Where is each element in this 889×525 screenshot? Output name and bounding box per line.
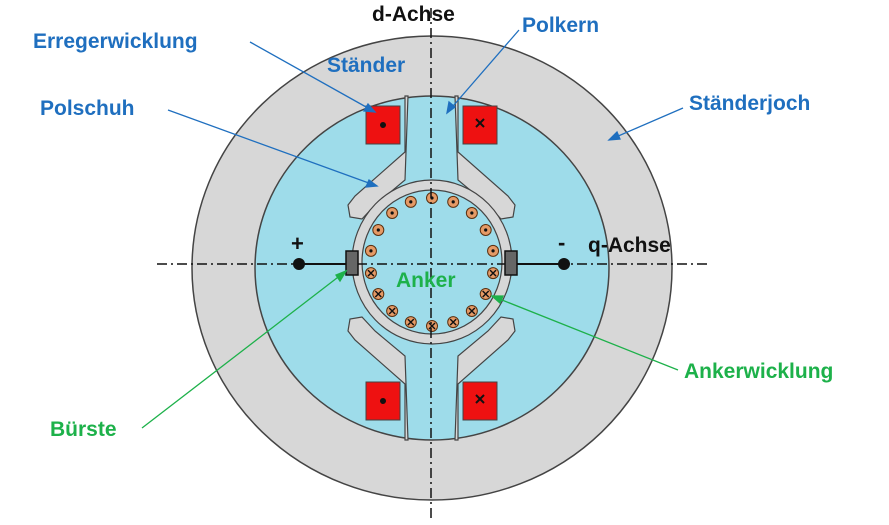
conductor-dot-icon <box>479 224 492 236</box>
ankerwicklung-conductors <box>364 192 500 332</box>
minus-sign: - <box>558 230 565 255</box>
q-axis-label: q-Achse <box>588 234 671 257</box>
field-winding-bottom-right <box>462 381 498 421</box>
conductor-cross-icon <box>364 267 377 280</box>
conductor-dot-icon <box>386 206 399 219</box>
conductor-dot-icon <box>364 244 377 257</box>
polschuh-label: Polschuh <box>40 97 135 120</box>
pole-gap-top-right <box>454 95 516 220</box>
conductor-dot-icon <box>447 195 460 208</box>
leader-polschuh <box>167 109 378 187</box>
field-winding-bottom-left <box>365 381 401 421</box>
conductor-cross-icon <box>372 288 385 300</box>
pole-gap-bottom-right <box>454 316 516 441</box>
staender-label: Ständer <box>327 54 405 77</box>
leader-polkern <box>446 29 520 114</box>
terminal-plus <box>293 258 305 270</box>
conductor-dot-icon <box>465 206 478 219</box>
anker-label: Anker <box>396 269 456 292</box>
conductor-cross-icon <box>404 316 417 329</box>
buerste-label: Bürste <box>50 418 117 441</box>
pole-gap-bottom-left <box>347 316 409 441</box>
erregerwicklung-label: Erregerwicklung <box>33 30 198 53</box>
arrowhead-ankerwicklung <box>490 295 504 305</box>
conductor-cross-icon <box>426 320 438 332</box>
staenderjoch-label: Ständerjoch <box>689 92 810 115</box>
conductor-cross-icon <box>465 305 478 318</box>
leader-staenderjoch <box>608 107 684 141</box>
conductor-cross-icon <box>447 316 460 329</box>
leader-buerste <box>141 270 347 429</box>
plus-sign: + <box>291 231 304 256</box>
conductor-cross-icon <box>487 267 500 280</box>
buerste-left <box>345 250 359 276</box>
arrowhead-polkern <box>446 100 457 115</box>
buerste-right <box>504 250 518 276</box>
anker-rotor <box>361 189 503 335</box>
arrowhead-polschuh <box>364 178 379 188</box>
ankerwicklung-label: Ankerwicklung <box>684 360 833 383</box>
conductor-dot-icon <box>404 195 417 208</box>
field-winding-top-right <box>462 105 498 145</box>
terminal-minus <box>558 258 570 270</box>
conductor-cross-icon <box>479 288 492 300</box>
arrowhead-buerste <box>335 269 348 283</box>
d-axis-label: d-Achse <box>372 3 455 26</box>
conductor-cross-icon <box>386 305 399 318</box>
leader-ankerwicklung <box>491 295 679 371</box>
arrowhead-staenderjoch <box>607 130 621 141</box>
pole-gap-top-left <box>347 95 409 220</box>
conductor-dot-icon <box>426 192 438 204</box>
leader-erregerwicklung <box>249 41 376 113</box>
polkern-label: Polkern <box>522 14 599 37</box>
conductor-dot-icon <box>372 224 385 236</box>
arrowhead-erregerwicklung <box>362 102 377 113</box>
conductor-dot-icon <box>487 244 500 257</box>
